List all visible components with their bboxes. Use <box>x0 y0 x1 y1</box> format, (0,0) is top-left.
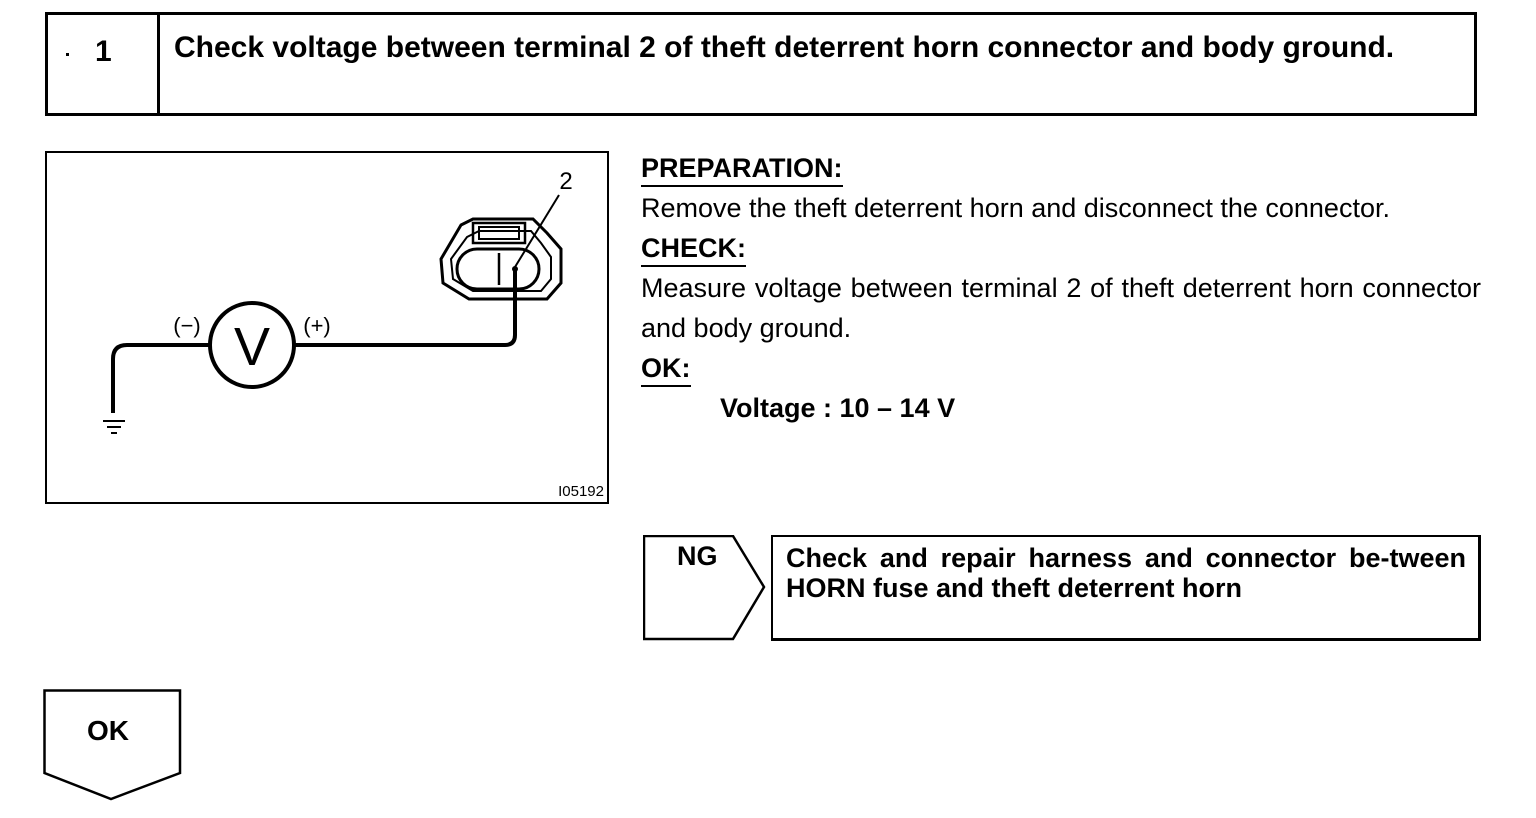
step-number-cell: 1 <box>48 15 160 113</box>
step-title: Check voltage between terminal 2 of thef… <box>174 31 1395 64</box>
check-heading: CHECK: <box>641 228 1481 268</box>
negative-probe-label: (−) <box>173 313 201 338</box>
positive-probe-label: (+) <box>303 313 331 338</box>
ng-action-box: Check and repair harness and connector b… <box>771 535 1481 641</box>
terminal-number-label: 2 <box>559 168 572 195</box>
voltmeter-symbol: V <box>234 317 270 377</box>
step-header: 1 Check voltage between terminal 2 of th… <box>45 12 1477 116</box>
ok-branch-arrow <box>43 689 182 801</box>
procedure-text: PREPARATION: Remove the theft deterrent … <box>641 148 1481 428</box>
ng-label: NG <box>677 541 718 571</box>
ng-branch-arrow <box>643 535 766 641</box>
ground-icon <box>103 420 125 434</box>
ok-heading: OK: <box>641 348 1481 388</box>
ng-action-text: Check and repair harness and connector b… <box>786 543 1466 603</box>
check-text: Measure voltage between terminal 2 of th… <box>641 273 1481 343</box>
step-number: 1 <box>95 35 112 68</box>
ok-label: OK <box>87 715 129 746</box>
preparation-text: Remove the theft deterrent horn and disc… <box>641 193 1390 223</box>
figure-id: I05192 <box>558 483 604 500</box>
terminal-leader-line <box>514 194 560 268</box>
ok-spec: Voltage : 10 – 14 V <box>720 393 956 423</box>
step-marker-dot <box>66 53 69 56</box>
probe-wire <box>294 271 517 347</box>
wiring-diagram: V (−) (+) 2 I05192 <box>45 151 609 504</box>
preparation-heading: PREPARATION: <box>641 148 1481 188</box>
ground-wire <box>111 343 210 413</box>
horn-connector-icon <box>439 217 563 301</box>
